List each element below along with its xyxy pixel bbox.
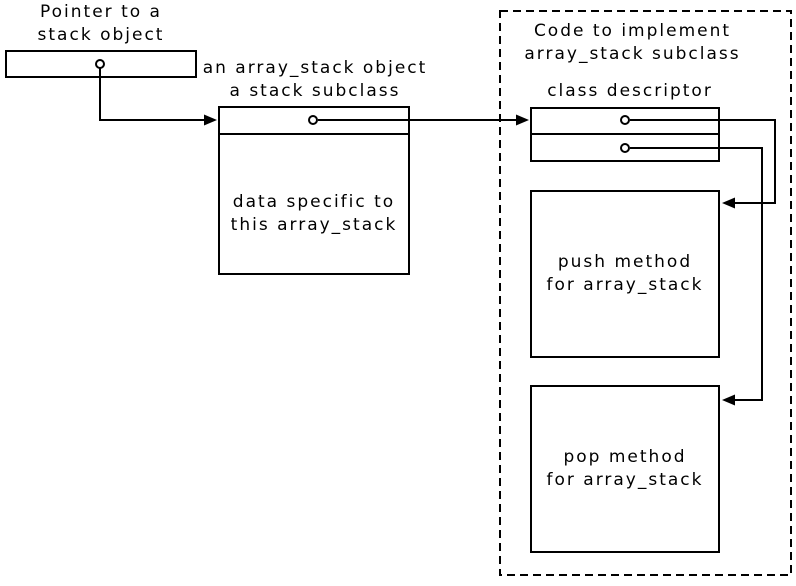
- push-method-box: [530, 190, 720, 358]
- push-method-text: push method for array_stack: [531, 191, 719, 357]
- object-to-descriptor-arrowhead: [516, 114, 529, 126]
- code-region-title-line2: array_stack subclass: [524, 44, 741, 64]
- descriptor-to-pop-arrow: [630, 147, 763, 401]
- array-stack-object-label-line2: a stack subclass: [229, 81, 401, 101]
- data-specific-text-line2: this array_stack: [230, 215, 398, 235]
- descriptor-to-pop-arrowhead: [722, 394, 735, 406]
- descriptor-to-push-arrowhead: [722, 197, 735, 209]
- pop-method-text-line2: for array_stack: [546, 470, 704, 490]
- array-stack-object-label-line1: an array_stack object: [202, 58, 428, 78]
- data-specific-text-line1: data specific to: [232, 192, 396, 212]
- class-descriptor-label: class descriptor: [547, 81, 713, 101]
- pop-method-text-line1: pop method: [563, 447, 687, 467]
- pointer-to-object-arrowhead: [204, 114, 217, 126]
- pointer-to-object-arrow: [99, 68, 205, 121]
- data-specific-text: data specific to this array_stack: [220, 191, 408, 237]
- class-descriptor-slot2-dot: [620, 143, 630, 153]
- pop-method-box: [530, 385, 720, 553]
- pointer-box-label-line2: stack object: [37, 25, 165, 45]
- descriptor-to-push-arrow: [630, 119, 776, 204]
- pointer-box-label: Pointer to a stack object: [11, 1, 191, 47]
- code-region-title-line1: Code to implement: [533, 21, 732, 41]
- array-stack-object-label: an array_stack object a stack subclass: [195, 57, 435, 103]
- class-descriptor-slot1-dot: [620, 115, 630, 125]
- code-region-title: Code to implement array_stack subclass: [500, 20, 765, 66]
- array-stack-class-pointer-dot: [308, 115, 318, 125]
- pointer-box-label-line1: Pointer to a: [40, 2, 162, 22]
- pop-method-text: pop method for array_stack: [531, 386, 719, 552]
- push-method-text-line1: push method: [557, 252, 693, 272]
- code-dashed-container: [499, 10, 792, 576]
- push-method-text-line2: for array_stack: [546, 275, 704, 295]
- pointer-slot-dot: [95, 59, 105, 69]
